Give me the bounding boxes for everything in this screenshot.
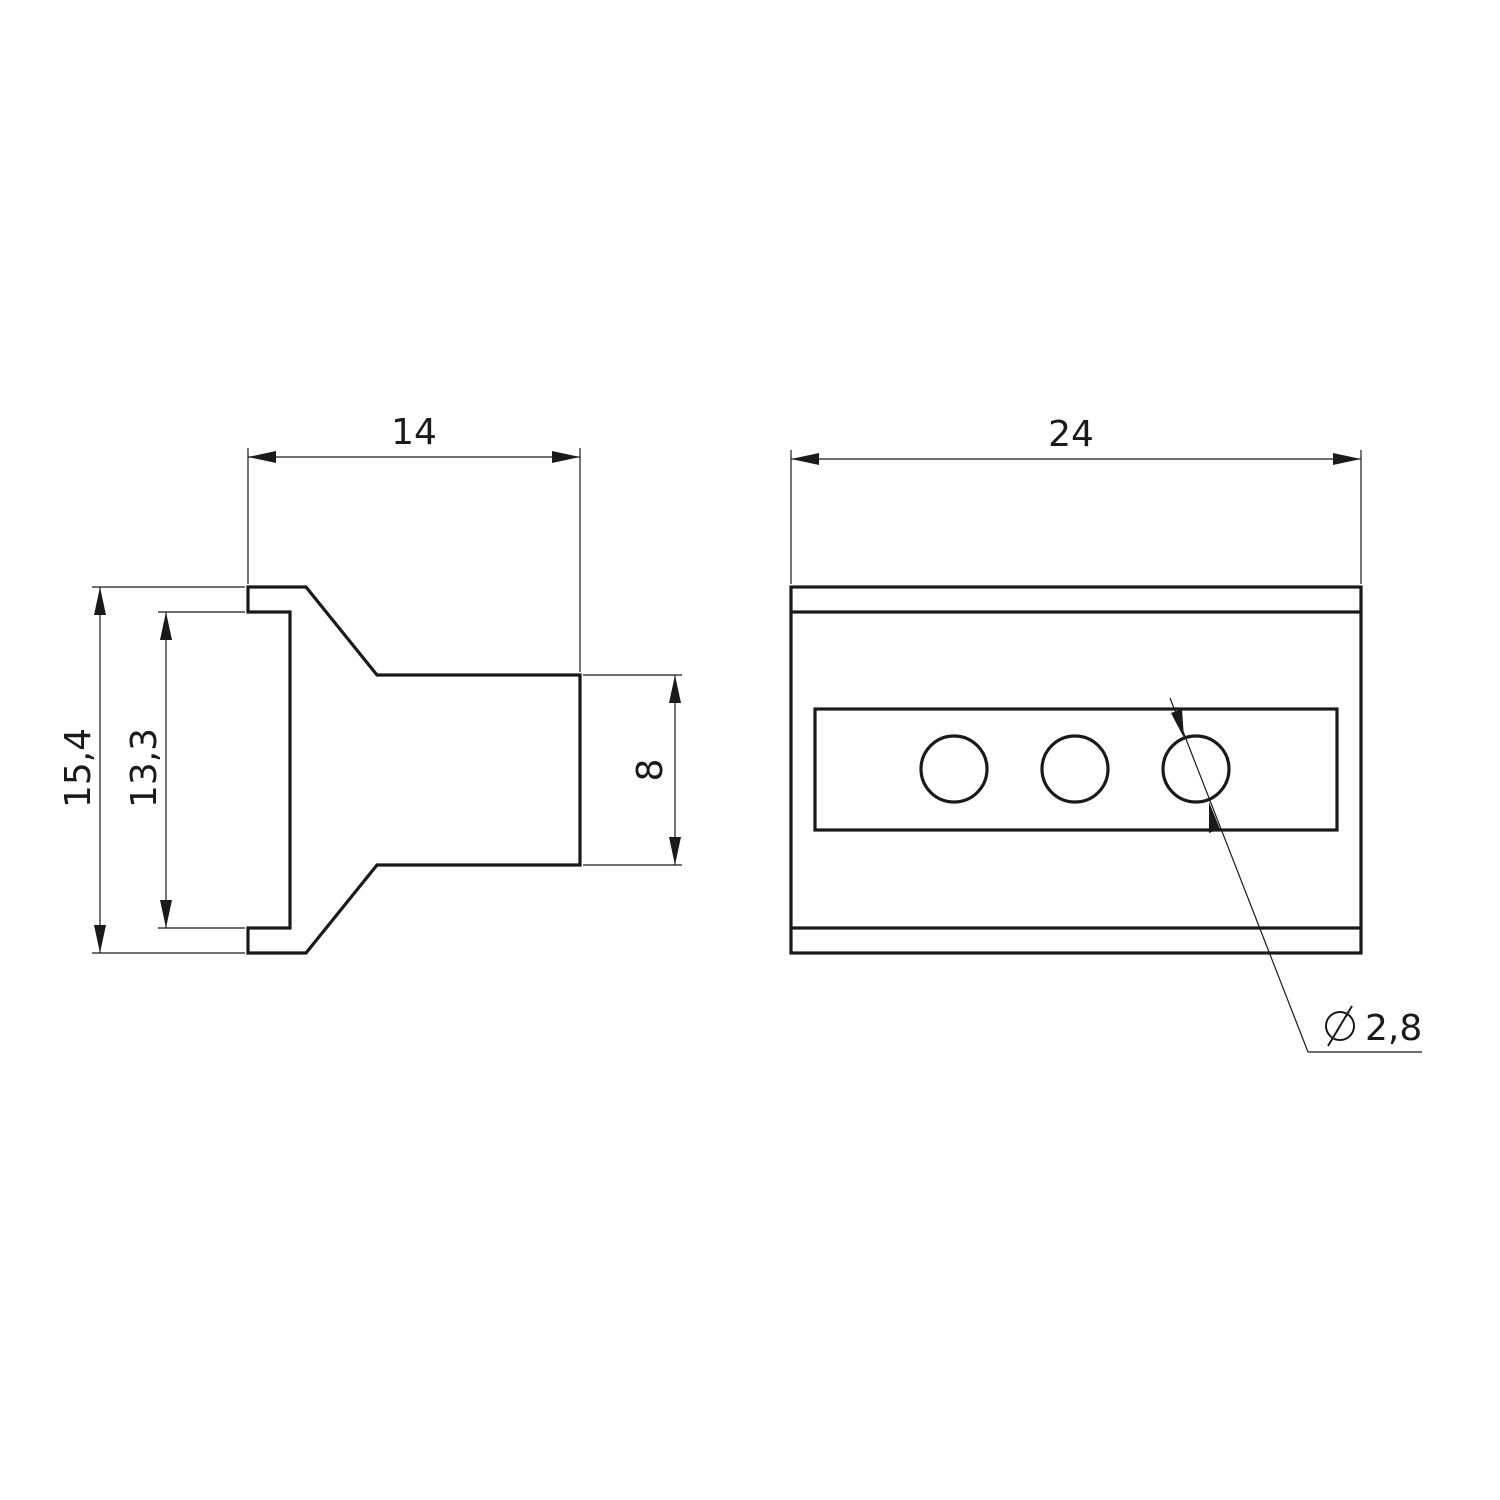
arrowhead (248, 451, 276, 463)
hole (1040, 734, 1110, 804)
diameter-icon (1325, 1005, 1355, 1047)
dimension-side-width: 14 (247, 412, 581, 672)
dimension-front-width: 24 (790, 414, 1362, 584)
side-view (246, 585, 582, 955)
dimension-label: 8 (630, 759, 671, 782)
side-view-profile (246, 585, 582, 955)
dimension-label: 13,3 (124, 728, 165, 808)
center-slot (813, 707, 1339, 832)
arrowhead (791, 453, 819, 465)
front-view (789, 585, 1363, 955)
arrowhead (160, 900, 172, 928)
arrowhead (160, 612, 172, 640)
arrowhead (669, 837, 681, 865)
arrowhead (552, 451, 580, 463)
dimension-label: 2,8 (1365, 1008, 1422, 1049)
hole-group (919, 734, 1231, 804)
arrowhead (1333, 453, 1361, 465)
arrowhead (1171, 709, 1184, 738)
dimension-inner-height: 13,3 (124, 611, 245, 929)
dimension-label: 14 (391, 412, 437, 453)
dimension-label: 24 (1048, 414, 1094, 455)
leader-line (1169, 697, 1309, 1053)
arrowhead (94, 587, 106, 615)
hole (919, 734, 989, 804)
front-view-outline (789, 585, 1363, 955)
dimension-outer-height: 15,4 (58, 586, 245, 954)
dimension-hole-diameter: 2,8 (1169, 697, 1422, 1053)
hole (1161, 734, 1231, 804)
dimension-neck-height: 8 (583, 674, 682, 866)
arrowhead (1209, 802, 1220, 833)
dimension-label: 15,4 (58, 728, 99, 808)
arrowhead (94, 925, 106, 953)
arrowhead (669, 675, 681, 703)
